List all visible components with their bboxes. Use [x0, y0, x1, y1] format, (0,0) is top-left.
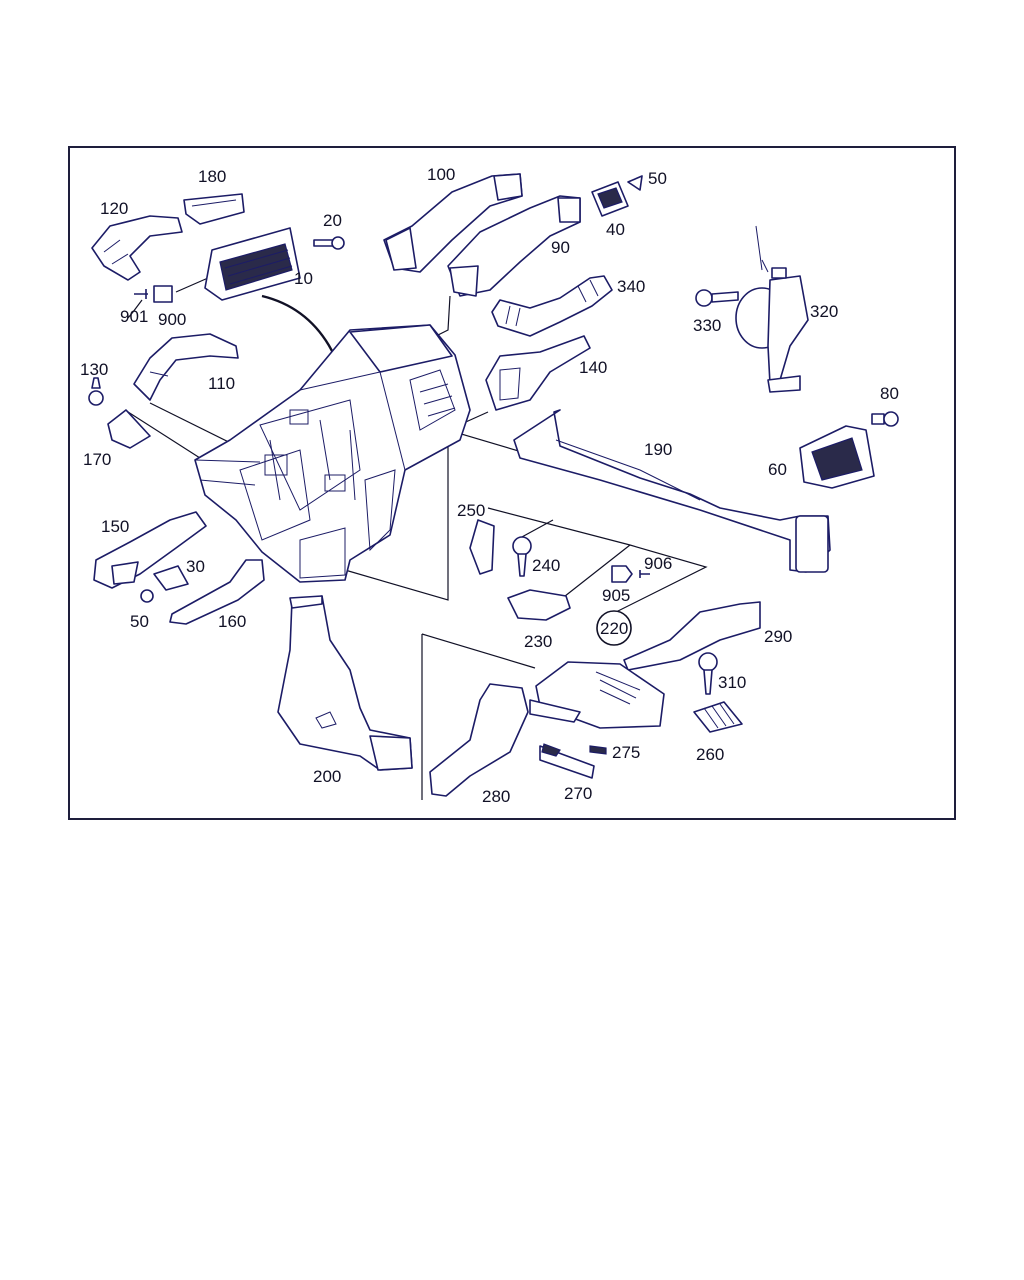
- part-230-actuator: [507, 589, 571, 621]
- part-905-connector: [611, 565, 633, 583]
- part-170-bracket: [107, 409, 151, 449]
- part-330-screw: [695, 289, 739, 307]
- part-110-duct: [133, 333, 239, 401]
- label-250: 250: [457, 501, 485, 520]
- part-20-screw: [313, 236, 345, 250]
- part-90-duct: [447, 195, 581, 297]
- part-250-clip: [469, 519, 495, 575]
- part-130-screw: [88, 377, 104, 406]
- label-200: 200: [313, 767, 341, 786]
- part-900-clip: [153, 285, 173, 303]
- label-180: 180: [198, 167, 226, 186]
- part-270-connector: [539, 743, 595, 779]
- label-230: 230: [524, 632, 552, 651]
- label-50-bottom: 50: [130, 612, 149, 631]
- part-200-duct: [277, 595, 413, 771]
- label-160: 160: [218, 612, 246, 631]
- label-150: 150: [101, 517, 129, 536]
- label-900: 900: [158, 310, 186, 329]
- label-270: 270: [564, 784, 592, 803]
- part-50-screw-top: [627, 175, 643, 191]
- label-90: 90: [551, 238, 570, 257]
- label-10: 10: [294, 269, 313, 288]
- part-40-vent: [591, 181, 629, 217]
- part-150-duct: [93, 511, 207, 589]
- label-280: 280: [482, 787, 510, 806]
- part-control-module: [529, 661, 665, 729]
- label-901: 901: [120, 307, 148, 326]
- label-110: 110: [208, 374, 235, 393]
- part-10-vent-grille: [204, 227, 301, 301]
- label-190: 190: [644, 440, 672, 459]
- part-190-long-duct: [513, 409, 831, 573]
- part-30-clip: [153, 565, 189, 591]
- label-290: 290: [764, 627, 792, 646]
- label-320: 320: [810, 302, 838, 321]
- part-320-blower: [735, 225, 809, 393]
- part-160-duct: [169, 559, 265, 625]
- label-220: 220: [600, 619, 628, 638]
- label-60: 60: [768, 460, 787, 479]
- label-260: 260: [696, 745, 724, 764]
- label-330: 330: [693, 316, 721, 335]
- label-275: 275: [612, 743, 640, 762]
- label-50-top: 50: [648, 169, 667, 188]
- label-100: 100: [427, 165, 455, 184]
- part-120-duct: [91, 215, 183, 281]
- label-220-circle: [596, 610, 632, 646]
- part-100-duct: [383, 173, 523, 273]
- part-310-screw: [698, 652, 718, 695]
- label-905: 905: [602, 586, 630, 605]
- hvac-housing: [194, 324, 471, 583]
- part-60-vent: [799, 425, 875, 489]
- part-240-screw: [512, 536, 532, 577]
- callout-labels: 180 120 20 10 901 900 100 50 40 90 340 3…: [80, 165, 899, 806]
- label-240: 240: [532, 556, 560, 575]
- part-340-corrugated-hose: [491, 275, 613, 337]
- label-340: 340: [617, 277, 645, 296]
- part-180-duct-piece: [183, 193, 245, 225]
- part-901-pin: [134, 289, 148, 299]
- part-260-insert: [693, 701, 743, 733]
- label-120: 120: [100, 199, 128, 218]
- label-140: 140: [579, 358, 607, 377]
- part-906-pin: [639, 570, 650, 578]
- label-906: 906: [644, 554, 672, 573]
- part-80-screw: [871, 411, 899, 427]
- label-170: 170: [83, 450, 111, 469]
- part-140-vent-housing: [485, 335, 591, 411]
- label-30: 30: [186, 557, 205, 576]
- label-310: 310: [718, 673, 746, 692]
- label-80: 80: [880, 384, 899, 403]
- part-290-duct: [623, 601, 761, 671]
- part-280-duct: [429, 683, 529, 797]
- label-20: 20: [323, 211, 342, 230]
- part-50-screw-bottom: [140, 589, 154, 603]
- part-275-spring: [589, 745, 607, 755]
- label-40: 40: [606, 220, 625, 239]
- label-130: 130: [80, 360, 108, 379]
